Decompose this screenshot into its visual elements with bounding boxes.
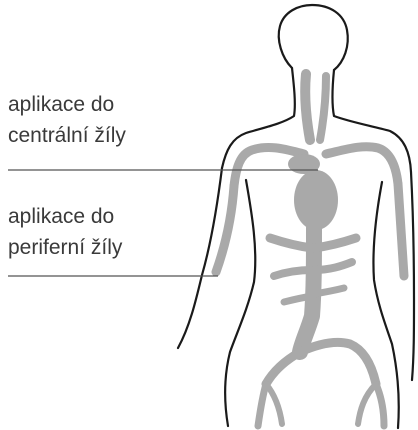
head-outline: [279, 5, 348, 70]
body-outline: [178, 5, 414, 428]
neck-shoulder-right: [333, 70, 412, 172]
leg-vessel-right-b: [358, 384, 376, 424]
label-peripheral-vein: aplikace do periferní žíly: [8, 201, 122, 263]
label-central-line2: centrální žíly: [8, 120, 126, 151]
iliac-right: [300, 342, 376, 384]
label-peripheral-line2: periferní žíly: [8, 232, 122, 263]
leg-vessel-left-b: [266, 384, 282, 424]
jugular-vessels: [305, 74, 310, 140]
upper-branch-left: [270, 238, 312, 248]
leg-vessel-left: [258, 384, 266, 426]
left-arm-outer: [178, 168, 222, 348]
label-peripheral-line1: aplikace do: [8, 201, 122, 232]
heart: [294, 170, 338, 230]
right-arm-outer: [411, 172, 414, 380]
circulatory-masses: [288, 154, 338, 230]
leg-vessel-right: [376, 384, 384, 426]
label-central-vein: aplikace do centrální žíly: [8, 89, 126, 151]
subclavian-right: [326, 147, 398, 184]
label-central-line1: aplikace do: [8, 89, 126, 120]
jugular-vessels: [320, 76, 326, 140]
right-arm-vein: [398, 184, 404, 276]
iliac-left: [266, 352, 300, 384]
